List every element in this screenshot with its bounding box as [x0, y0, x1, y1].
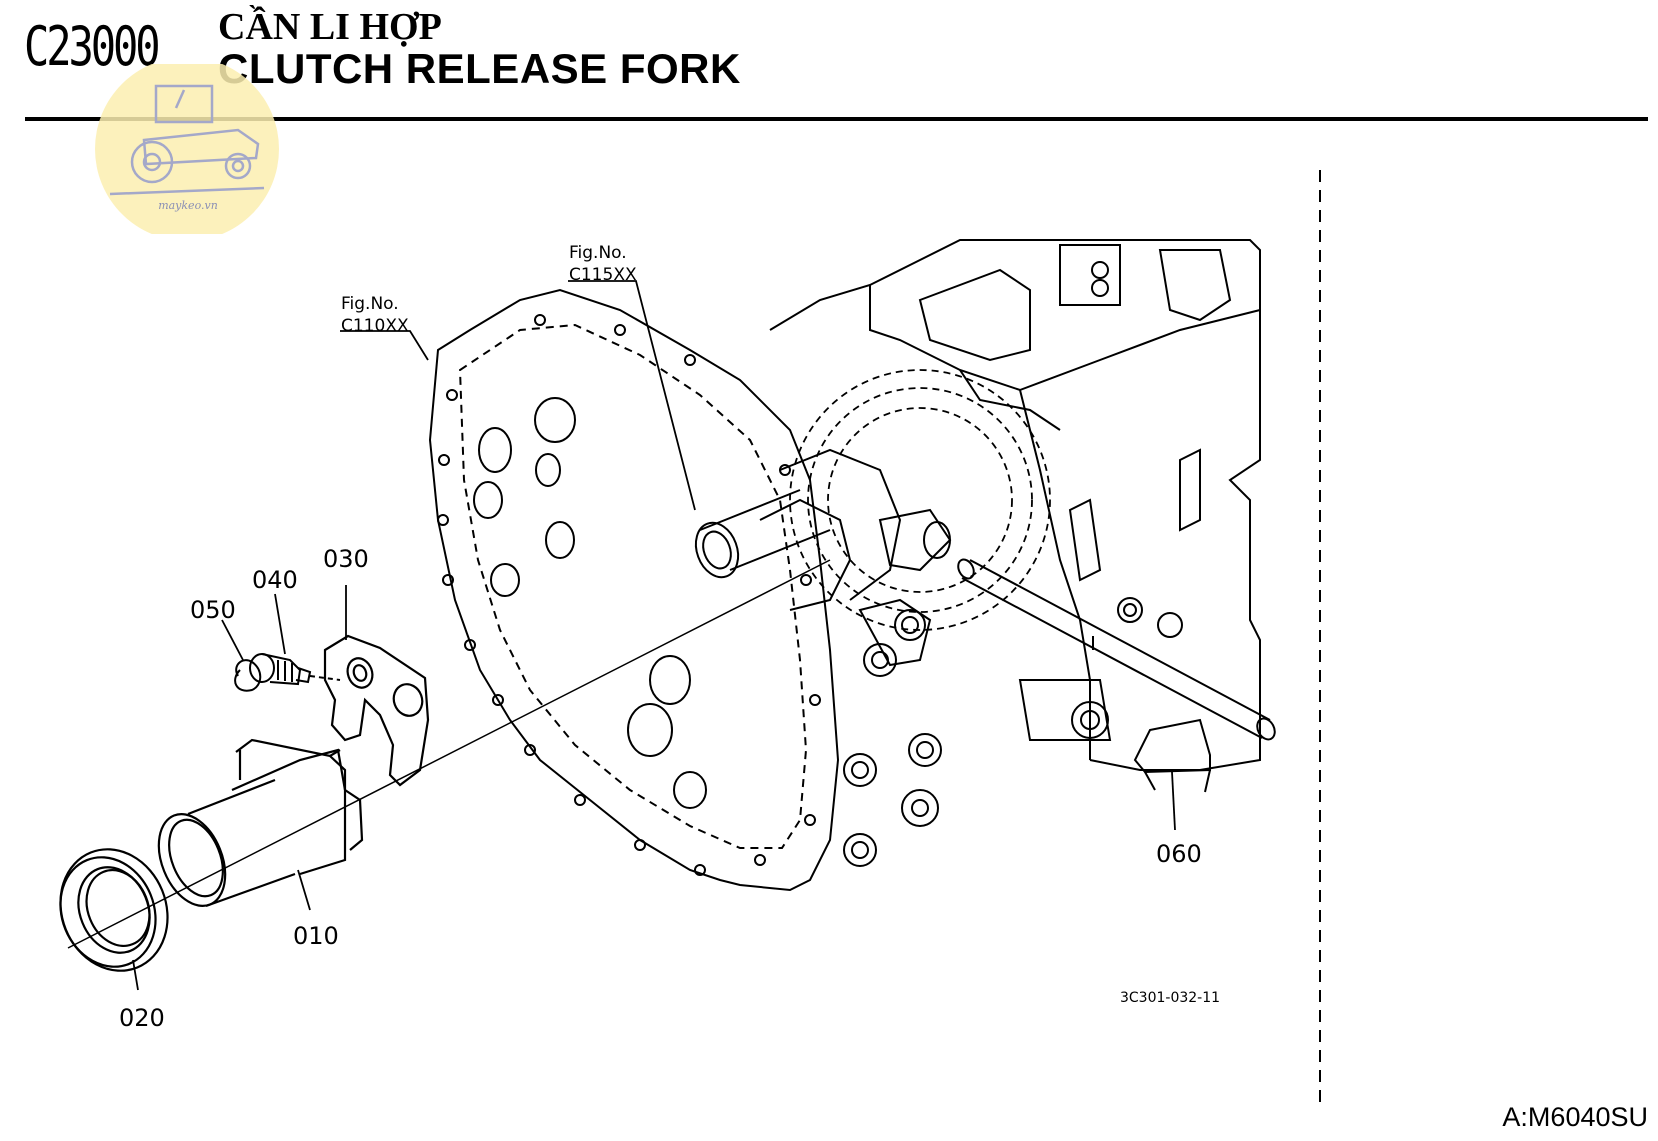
model-code: A:M6040SU: [1502, 1102, 1648, 1132]
part-label-030: 030: [323, 545, 369, 573]
part-label-040: 040: [252, 566, 298, 594]
ref-code-c115: C115XX: [569, 265, 637, 285]
clutch-housing: [428, 288, 840, 892]
drawing-id: 3C301-032-11: [1120, 990, 1220, 1006]
part-label-020: 020: [119, 1004, 165, 1032]
flange-bolt-holes: [437, 314, 821, 876]
leader-lines: [132, 280, 1176, 991]
tractor-logo-icon: [109, 84, 265, 196]
release-shaft-060: [957, 558, 1276, 793]
release-fork-030: [323, 634, 430, 787]
ref-prefix-c110: Fig.No.: [341, 294, 399, 314]
watermark-text: maykeo.vn: [158, 199, 218, 212]
watermark-logo: maykeo.vn: [95, 64, 279, 234]
housing-cutouts: [473, 397, 707, 809]
title-english: CLUTCH RELEASE FORK: [218, 45, 741, 92]
input-shaft-sleeve: [694, 489, 831, 579]
release-hub-010: [157, 738, 364, 908]
ref-code-c110: C110XX: [341, 316, 409, 336]
part-code: C23000: [24, 15, 161, 78]
spring-pin-050: [234, 659, 262, 692]
assembly-axis: [67, 559, 831, 949]
part-label-050: 050: [190, 596, 236, 624]
title-vietnamese: CẦN LI HỢP: [218, 6, 442, 48]
transmission-case: [769, 239, 1261, 771]
part-label-010: 010: [293, 922, 339, 950]
bolt-040: [249, 653, 341, 686]
part-label-060: 060: [1156, 840, 1202, 868]
oil-seal-020: [59, 848, 169, 972]
header-rule: [25, 117, 1648, 121]
housing-bosses: [843, 508, 1183, 867]
ref-prefix-c115: Fig.No.: [569, 243, 627, 263]
release-bearing-seat: [789, 369, 1051, 631]
